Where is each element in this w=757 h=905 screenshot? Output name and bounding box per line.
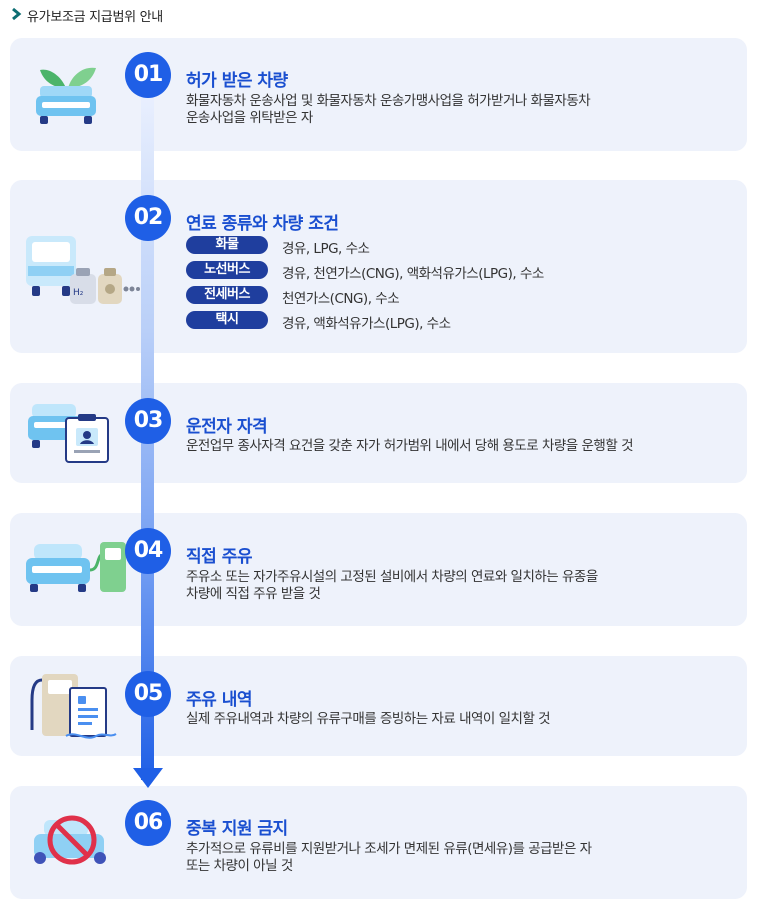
step-description-line: 주유소 또는 자가주유시설의 고정된 설비에서 차량의 연료와 일치하는 유종을 bbox=[186, 569, 598, 585]
fuel-receipt-icon bbox=[30, 674, 117, 739]
page-title: 유가보조금 지급범위 안내 bbox=[27, 10, 163, 25]
eco-truck-icon bbox=[36, 67, 96, 124]
step-number-badge: 03 bbox=[125, 398, 171, 444]
step-title: 중복 지원 금지 bbox=[186, 819, 288, 839]
step-description-line: 추가적으로 유류비를 지원받거나 조세가 면제된 유류(면세유)를 공급받은 자 bbox=[186, 841, 592, 857]
fuel-list: 경유, 천연가스(CNG), 액화석유가스(LPG), 수소 bbox=[282, 266, 544, 282]
bus-and-gas-tank-icon: H₂ bbox=[26, 236, 140, 304]
step-number-badge: 02 bbox=[125, 195, 171, 241]
step-description-line: 화물자동차 운송사업 및 화물자동차 운송가맹사업을 허가받거나 화물자동차 bbox=[186, 93, 591, 109]
step-card-5 bbox=[10, 656, 747, 756]
step-number-badge: 04 bbox=[125, 528, 171, 574]
step-description-line: 운송사업을 위탁받은 자 bbox=[186, 110, 313, 126]
step-title: 직접 주유 bbox=[186, 547, 252, 567]
prohibited-car-icon bbox=[34, 815, 106, 865]
fuel-list: 경유, 액화석유가스(LPG), 수소 bbox=[282, 316, 451, 332]
vehicle-type-pill: 택시 bbox=[186, 311, 268, 329]
fuel-list: 천연가스(CNG), 수소 bbox=[282, 291, 400, 307]
driver-license-icon bbox=[28, 404, 109, 463]
arrow-down-icon bbox=[133, 768, 163, 788]
step-number-badge: 05 bbox=[125, 671, 171, 717]
step-description-line: 운전업무 종사자격 요건을 갖춘 자가 허가범위 내에서 당해 용도로 차량을 … bbox=[186, 438, 633, 454]
step-description-line: 또는 차량이 아닐 것 bbox=[186, 858, 293, 874]
header-bar: 유가보조금 지급범위 안내 bbox=[0, 0, 757, 30]
vehicle-type-pill: 노선버스 bbox=[186, 261, 268, 279]
svg-text:H₂: H₂ bbox=[73, 288, 84, 298]
step-description-line: 차량에 직접 주유 받을 것 bbox=[186, 586, 321, 602]
step-title: 운전자 자격 bbox=[186, 417, 268, 437]
vehicle-type-pill: 전세버스 bbox=[186, 286, 268, 304]
step-description-line: 실제 주유내역과 차량의 유류구매를 증빙하는 자료 내역이 일치할 것 bbox=[186, 711, 551, 727]
step-title: 연료 종류와 차량 조건 bbox=[186, 214, 339, 234]
vehicle-type-pill: 화물 bbox=[186, 236, 268, 254]
car-fuel-pump-icon bbox=[26, 542, 126, 592]
step-number-badge: 01 bbox=[125, 52, 171, 98]
chevron-right-icon bbox=[12, 7, 22, 21]
step-title: 주유 내역 bbox=[186, 690, 252, 710]
step-card-3 bbox=[10, 383, 747, 483]
step-number-badge: 06 bbox=[125, 800, 171, 846]
step-title: 허가 받은 차량 bbox=[186, 71, 288, 91]
step-card-4 bbox=[10, 513, 747, 626]
fuel-list: 경유, LPG, 수소 bbox=[282, 241, 370, 257]
